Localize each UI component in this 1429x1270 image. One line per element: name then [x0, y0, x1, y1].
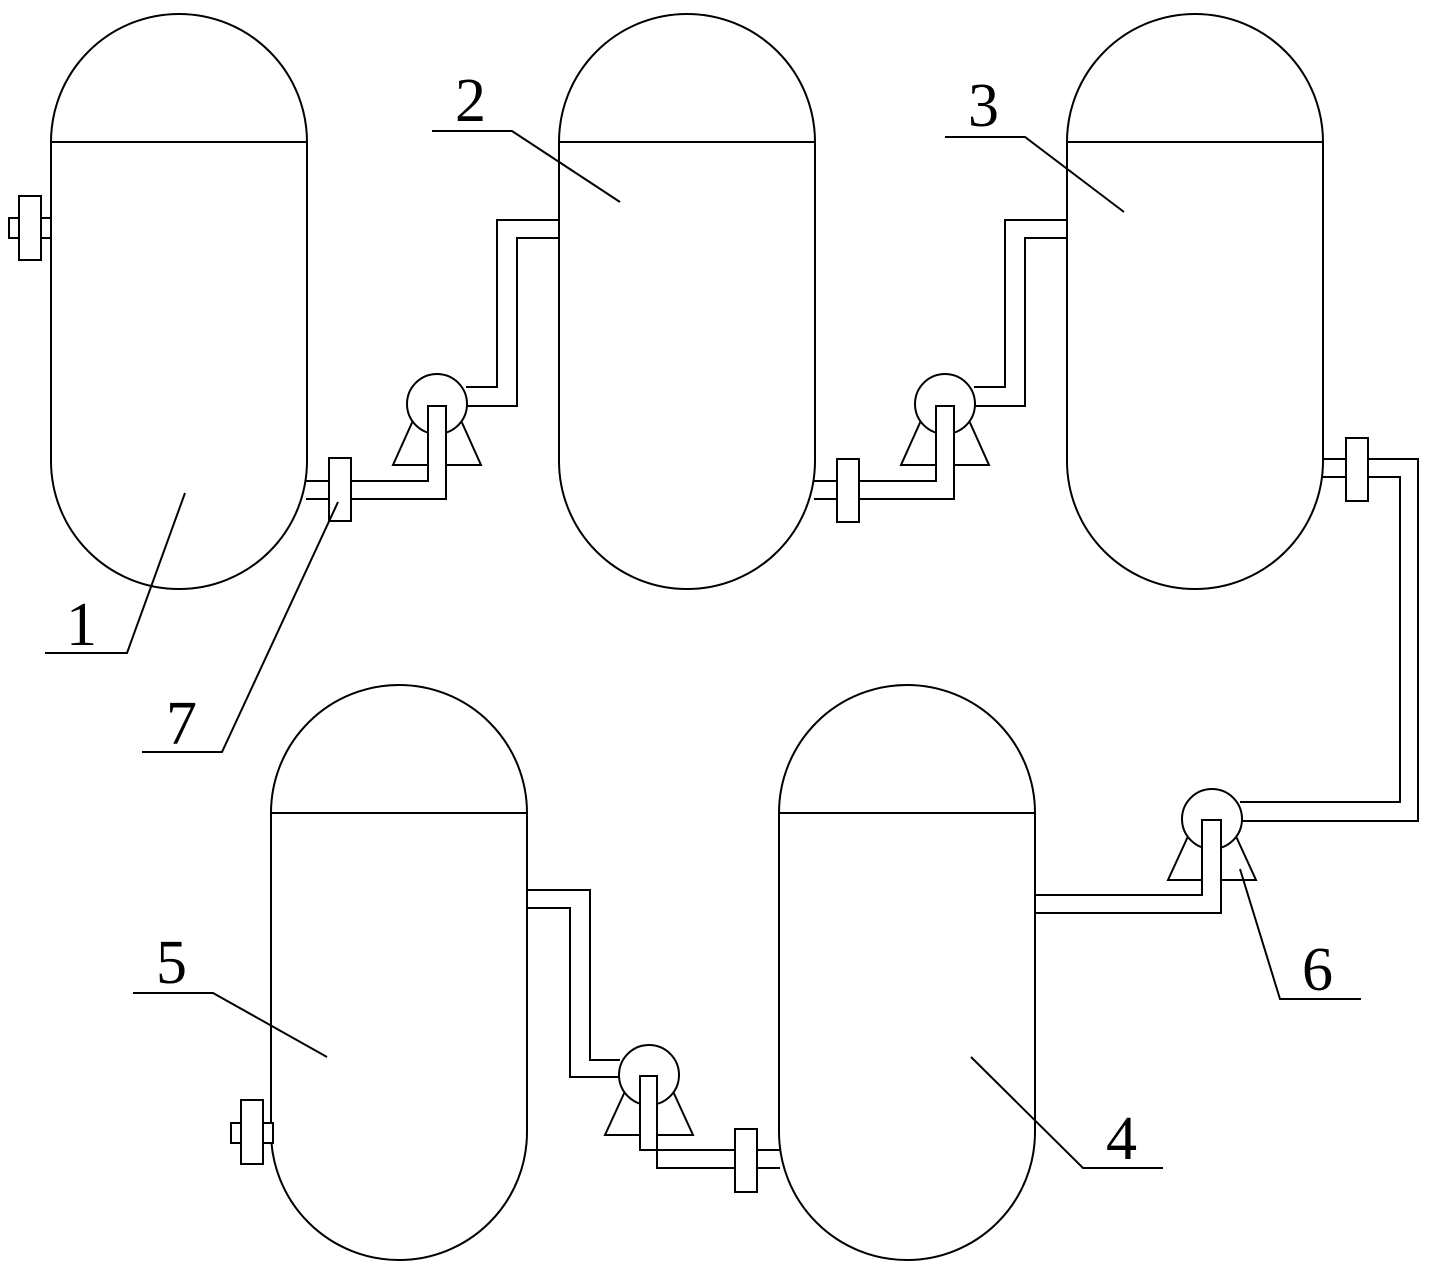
- callout-5: 5: [156, 929, 187, 997]
- tank5-side-fitting: [230, 1099, 274, 1165]
- pump-6[interactable]: [1166, 788, 1258, 894]
- tank-5[interactable]: [270, 684, 528, 1261]
- pump-tank2-to-tank3[interactable]: [899, 373, 991, 480]
- pump-tank1-to-tank2[interactable]: [391, 373, 483, 480]
- tank-4[interactable]: [778, 684, 1036, 1261]
- callout-6: 6: [1302, 936, 1333, 1004]
- leader-lines: [45, 130, 1361, 1169]
- valve-tank3-outlet[interactable]: [1345, 437, 1369, 502]
- callout-1: 1: [66, 591, 97, 659]
- tank1-side-fitting: [8, 195, 52, 261]
- leader-7: [142, 501, 339, 753]
- leader-3: [945, 136, 1125, 213]
- leader-2: [432, 130, 621, 203]
- valve-tank4-outlet[interactable]: [734, 1128, 758, 1193]
- callout-4: 4: [1106, 1105, 1137, 1173]
- tank-2[interactable]: [558, 13, 816, 590]
- valve-tank2-outlet[interactable]: [836, 458, 860, 523]
- callout-3: 3: [968, 72, 999, 140]
- valve-7[interactable]: [328, 457, 352, 522]
- callout-2: 2: [455, 67, 486, 135]
- leader-4: [970, 1056, 1163, 1169]
- leader-6: [1239, 868, 1361, 1000]
- leader-5: [133, 992, 328, 1058]
- tank-3[interactable]: [1066, 13, 1324, 590]
- leader-1: [45, 492, 186, 654]
- pump-tank4-to-tank5[interactable]: [603, 1044, 695, 1149]
- callout-7: 7: [166, 690, 197, 758]
- tank-1[interactable]: [50, 13, 308, 590]
